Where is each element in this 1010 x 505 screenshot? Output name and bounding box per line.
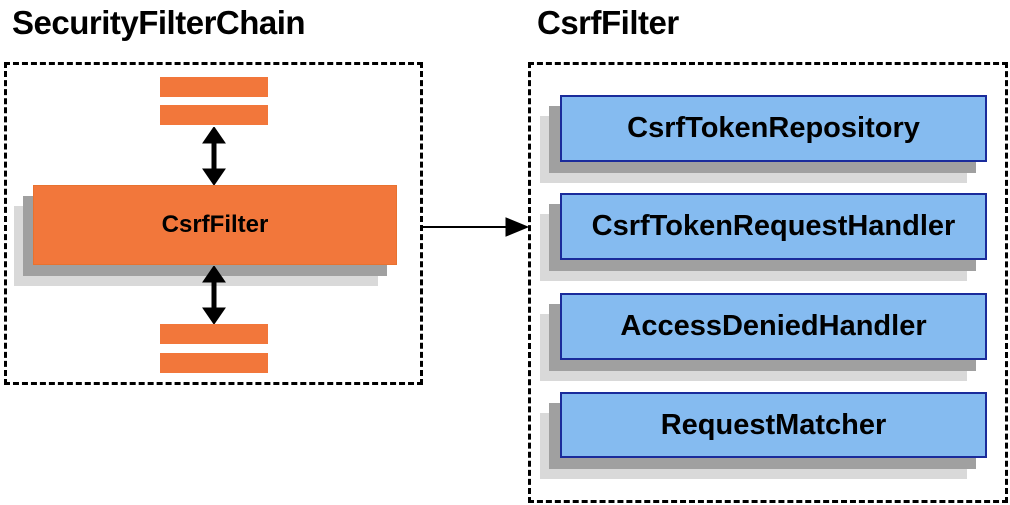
bidirectional-arrow-icon xyxy=(202,127,226,185)
component-node-access-denied-handler: AccessDeniedHandler xyxy=(560,293,987,360)
filter-placeholder-bar xyxy=(160,324,268,344)
component-node-request-matcher: RequestMatcher xyxy=(560,392,987,458)
flow-arrow-icon xyxy=(423,217,528,237)
filter-placeholder-bar xyxy=(160,77,268,97)
csrf-filter-node: CsrfFilter xyxy=(33,185,397,265)
csrf-filter-container xyxy=(528,62,1008,503)
filter-placeholder-bar xyxy=(160,105,268,125)
component-node-label: RequestMatcher xyxy=(660,408,887,441)
csrf-filter-node-label: CsrfFilter xyxy=(161,211,269,238)
component-node-csrf-token-request-handler: CsrfTokenRequestHandler xyxy=(560,193,987,260)
security-filter-chain-container xyxy=(4,62,423,385)
component-node-label: CsrfTokenRepository xyxy=(627,112,920,144)
filter-placeholder-bar xyxy=(160,353,268,373)
component-node-csrf-token-repository: CsrfTokenRepository xyxy=(560,95,987,162)
bidirectional-arrow-icon xyxy=(202,266,226,324)
component-node-label: AccessDeniedHandler xyxy=(620,310,927,342)
security-filter-chain-title: SecurityFilterChain xyxy=(12,4,306,41)
csrf-filter-title: CsrfFilter xyxy=(537,4,679,41)
component-node-label: CsrfTokenRequestHandler xyxy=(591,210,956,242)
